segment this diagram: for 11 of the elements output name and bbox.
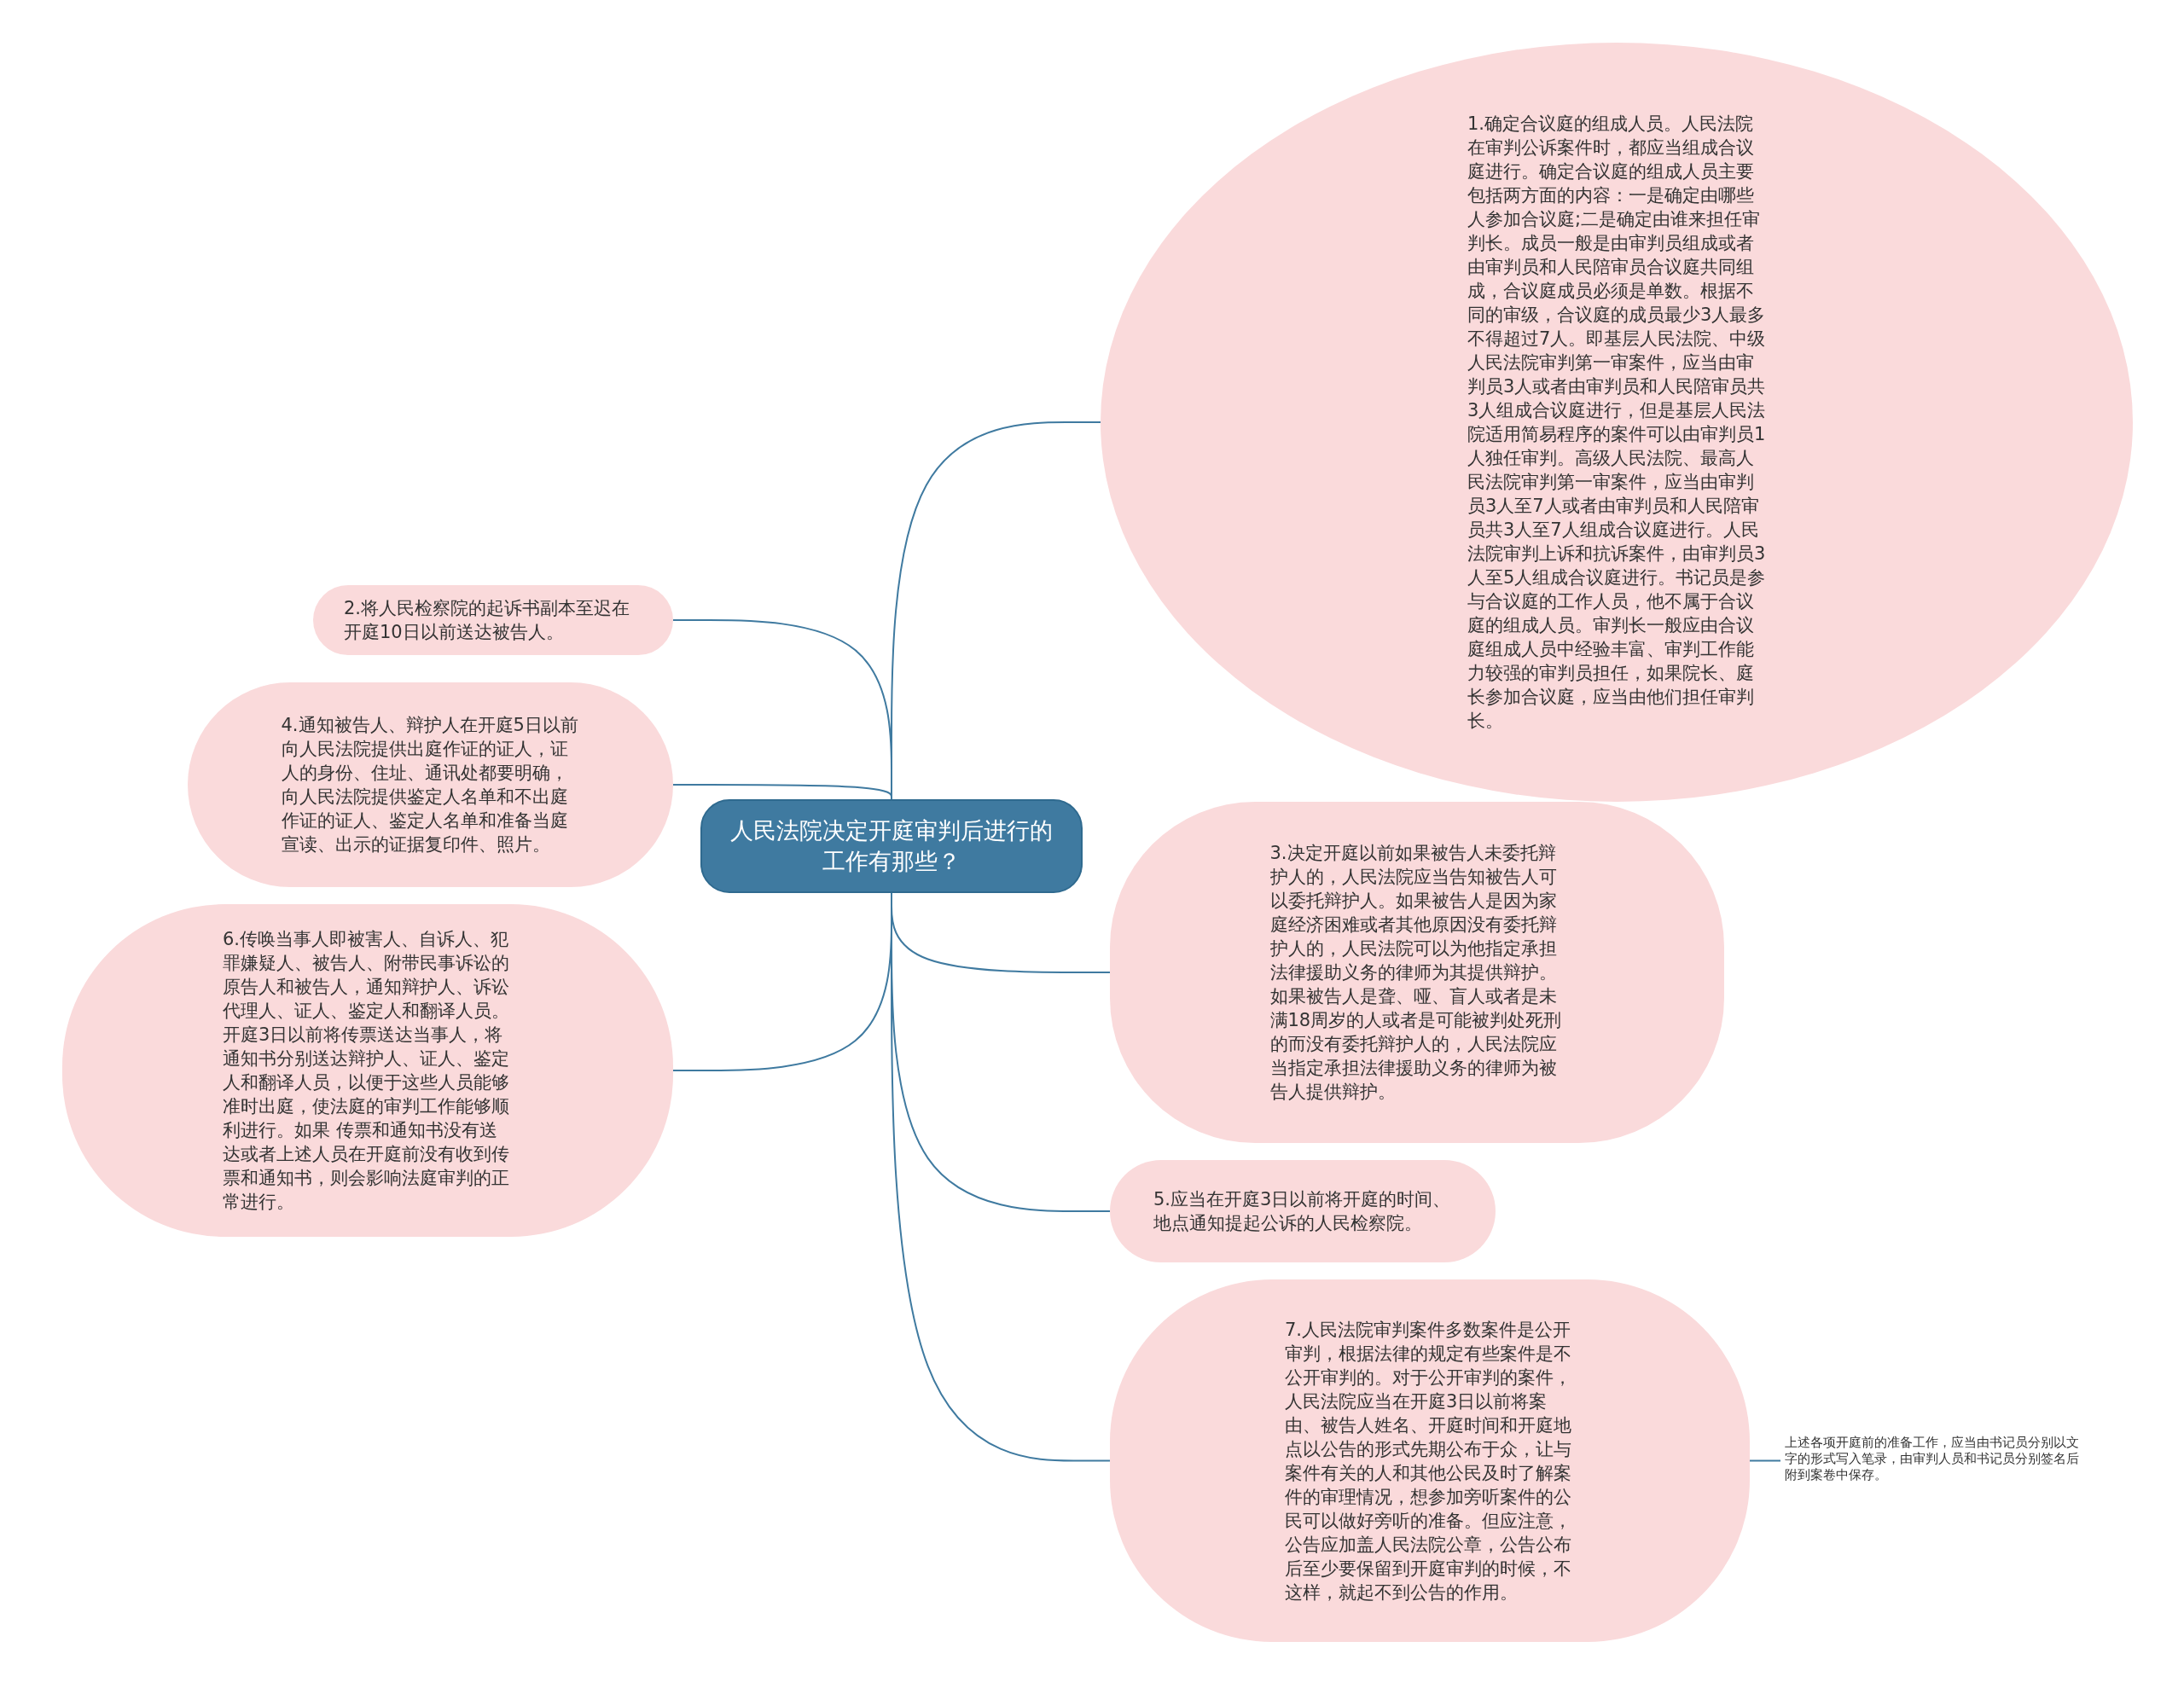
- note-text: 上述各项开庭前的准备工作，应当由书记员分别以文字的形式写入笔录，由审判人员和书记员分别签名后附到案卷中保存。: [1785, 1434, 2080, 1483]
- topic-text: 人民法院决定开庭审判后进行的工作有那些？: [729, 816, 1054, 876]
- topic-text: 7.人民法院审判案件多数案件是公开审判，根据法律的规定有些案件是不公开审判的。对于公开审判的案件，人民法院应当在开庭3日以前将案由、被告人姓名、开庭时间和开庭地点以公告的形式先期公布于众，让与案件有关的人和其他公民及时了解案件的审理情况，想参加旁听案件的公民可以做好旁听的准备。但应注意，公告应加盖人民法院公章，公告公布后至少要保留到开庭审判的时候，不这样，就起不到公告的作用。: [1285, 1318, 1572, 1604]
- topic-text: 3.决定开庭以前如果被告人未委托辩护人的，人民法院应当告知被告人可以委托辩护人。如果被告人是因为家庭经济困难或者其他原因没有委托辩护人的，人民法院可以为他指定承担法律援助义务的律师为其提供辩护。如果被告人是聋、哑、盲人或者是未满18周岁的人或者是可能被判处死刑的而没有委托辩护人的，人民法院应当指定承担法律援助义务的律师为被告人提供辩护。: [1269, 842, 1563, 1104]
- topic-text: 1.确定合议庭的组成人员。人民法院在审判公诉案件时，都应当组成合议庭进行。确定合议庭的组成人员主要包括两方面的内容：一是确定由哪些人参加合议庭;二是确定由谁来担任审判长。成员一般是由审判员组成或者由审判员和人民陪审员合议庭共同组成，合议庭成员必须是单数。根据不同的审级，合议庭的成员最少3人最多不得超过7人。即基层人民法院、中级人民法院审判第一审案件，应当由审判员3人或者由审判员和人民陪审员共3人组成合议庭进行，但是基层人民法院适用简易程序的案件可以由审判员1人独任审判。高级人民法院、最高人民法院审判第一审案件，应当由审判员3人至7人或者由审判员和人民陪审员共3人至7人组成合议庭进行。人民法院审判上诉和抗诉案件，由审判员3人至5人组成合议庭进行。书记员是参与合议庭的工作人员，他不属于合议庭的组成人员。审判长一般应由合议庭组成人员中经验丰富、审判工作能力较强的审判员担任，如果院长、庭长参加合议庭，应当由他们担任审判长。: [1467, 113, 1766, 733]
- topic-text: 4.通知被告人、辩护人在开庭5日以前向人民法院提供出庭作证的证人，证人的身份、住址、通讯处都要明确，向人民法院提供鉴定人名单和不出庭作证的证人、鉴定人名单和准备当庭宣读、出示的证据复印件、照片。: [281, 714, 579, 856]
- topic-text: 2.将人民检察院的起诉书副本至迟在开庭10日以前送达被告人。: [344, 597, 631, 644]
- central-topic: [700, 799, 1083, 893]
- connector-line: [1749, 1459, 1781, 1462]
- topic-text: 5.应当在开庭3日以前将开庭的时间、地点通知提起公诉的人民检察院。: [1153, 1188, 1452, 1235]
- topic-text: 6.传唤当事人即被害人、自诉人、犯罪嫌疑人、被告人、附带民事诉讼的原告人和被告人，通知辩护人、诉讼代理人、证人、鉴定人和翻译人员。开庭3日以前将传票送达当事人，将通知书分别送达辩护人、证人、鉴定人和翻译人员，以便于这些人员能够准时出庭，使法庭的审判工作能够顺利进行。如果 传票和通知书没有送达或者上述人员在开庭前没有收到传票和通知书，则会影响法庭审判的正常进行。: [223, 928, 510, 1214]
